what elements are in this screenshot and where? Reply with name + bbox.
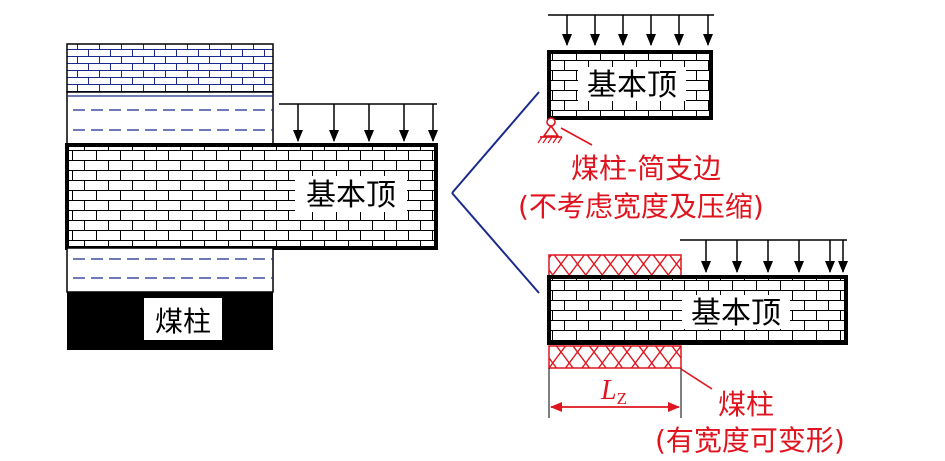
basic-roof-label-left: 基本顶 bbox=[306, 178, 396, 213]
support-leader-line bbox=[560, 127, 593, 146]
left-strata-column: 煤柱 基本顶 bbox=[65, 43, 438, 350]
distributed-load-left bbox=[279, 103, 438, 142]
upper-blue-brick-layer bbox=[66, 43, 274, 93]
coal-pillar-label-box bbox=[144, 298, 222, 340]
basic-roof-label-top-right: 基本顶 bbox=[587, 68, 677, 103]
pin-support-icon bbox=[537, 117, 563, 144]
pillar-width-label: LZ bbox=[600, 375, 627, 408]
basic-roof-label-bottom-right: 基本顶 bbox=[691, 296, 781, 331]
pillar-width-dimension: LZ bbox=[548, 368, 682, 418]
simple-support-title: 煤柱-简支边 bbox=[571, 152, 721, 185]
distributed-load-top-right bbox=[548, 14, 714, 46]
pillar-leader-line bbox=[680, 368, 713, 390]
roof-label-bg-left bbox=[295, 176, 407, 212]
deformable-pillar-note: (有宽度可变形) bbox=[655, 424, 845, 457]
roof-label-bg-top-right bbox=[578, 67, 686, 101]
lower-dashed-layer bbox=[66, 247, 274, 293]
roof-label-bg-bottom-right bbox=[682, 295, 790, 329]
coal-pillar-label: 煤柱 bbox=[155, 305, 211, 338]
lower-pillar-hatch bbox=[548, 345, 682, 369]
upper-pillar-hatch bbox=[548, 254, 682, 278]
distributed-load-bottom-right bbox=[680, 239, 848, 273]
simple-support-model: 基本顶 煤柱-简支边 (不考虑宽度及压缩) bbox=[518, 14, 764, 223]
simple-support-note: (不考虑宽度及压缩) bbox=[518, 190, 764, 223]
deformable-pillar-model: 基本顶 LZ 煤柱 (有宽度可变形) bbox=[547, 239, 848, 457]
upper-dashed-layer bbox=[66, 91, 274, 146]
deformable-pillar-title: 煤柱 bbox=[718, 388, 774, 421]
connector-lines bbox=[451, 91, 540, 294]
